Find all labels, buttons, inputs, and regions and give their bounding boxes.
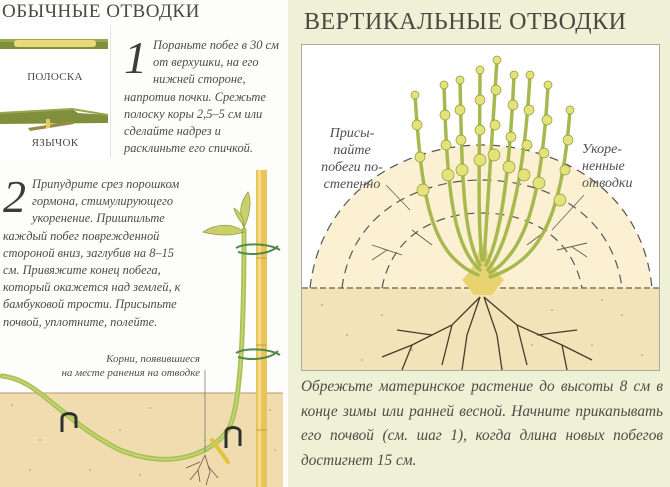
label-earth-up-line: пайте (333, 143, 371, 158)
label-earth-up-line: Присы- (329, 126, 375, 141)
right-heading: ВЕРТИКАЛЬНЫЕ ОТВОДКИ (304, 9, 627, 35)
label-rooted-layers-line: ненные (582, 159, 625, 174)
step-1-text: Пораньте побег в 30 см от верхушки, на е… (124, 38, 279, 156)
label-earth-up-line: побеги по- (321, 160, 383, 175)
layering-illustration (0, 170, 283, 487)
step-1: 1 Пораньте побег в 30 см от верхушки, на… (124, 32, 282, 157)
label-rooted-layers: Укоре- ненные отводки (582, 141, 652, 192)
step-2-number: 2 (3, 171, 26, 222)
stool-layering-illustration: Присы- пайте побеги по- степенно Укоре- … (301, 44, 660, 371)
step-2: 2 Припудрите срез порошком гормона, стим… (3, 171, 193, 331)
roots-caption-line-1: Корни, появившиеся (106, 353, 200, 365)
left-panel-layering: ОБЫЧНЫЕ ОТВОДКИ ПОЛОСКА ЯЗЫЧОК 1 Пораньт… (0, 0, 288, 487)
roots-caption-line-2: на месте ранения на отводке (61, 367, 200, 379)
stem-cut-drawing (0, 39, 109, 131)
step-1-number: 1 (124, 32, 147, 83)
step-2-text: Припудрите срез порошком гормона, стимул… (3, 177, 181, 329)
label-rooted-layers-line: Укоре- (582, 142, 622, 157)
roots-caption: Корни, появившиеся на месте ранения на о… (61, 352, 200, 380)
stem-cut-illustration: ПОЛОСКА ЯЗЫЧОК (0, 25, 111, 158)
label-rooted-layers-line: отводки (582, 176, 633, 191)
stem-label-strip: ПОЛОСКА (27, 71, 83, 83)
stool-instruction: Обрежьте материнское растение до высоты … (301, 378, 663, 469)
stem-label-tongue: ЯЗЫЧОК (31, 137, 79, 149)
stool-plant-drawing (302, 55, 659, 370)
label-earth-up: Присы- пайте побеги по- степенно (316, 125, 388, 193)
left-heading: ОБЫЧНЫЕ ОТВОДКИ (2, 1, 200, 22)
label-earth-up-line: степенно (323, 177, 381, 192)
right-panel-stool-layering: ВЕРТИКАЛЬНЫЕ ОТВОДКИ (288, 0, 670, 487)
